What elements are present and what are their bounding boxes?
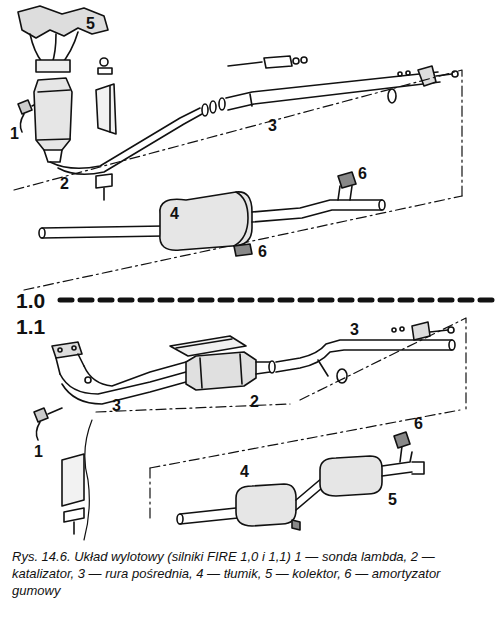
callout-number: 4 [240, 464, 249, 480]
callout-number: 3 [112, 398, 121, 414]
figure-caption: Rys. 14.6. Układ wylotowy (silniki FIRE … [12, 549, 488, 600]
callout-number: 1 [34, 444, 43, 460]
callout-number: 1 [10, 126, 19, 142]
callout-number: 5 [388, 492, 397, 508]
callout-number: 4 [170, 206, 179, 222]
callout-number: 2 [250, 394, 259, 410]
callout-number: 5 [86, 16, 95, 32]
callout-number: 3 [268, 118, 277, 134]
engine-version-label: 1.1 [16, 316, 45, 337]
callout-number: 6 [414, 416, 423, 432]
callout-number: 6 [258, 244, 267, 260]
callout-number: 6 [358, 166, 367, 182]
callout-number: 3 [350, 322, 359, 338]
callout-number: 2 [60, 176, 69, 192]
engine-version-label: 1.0 [16, 290, 45, 311]
